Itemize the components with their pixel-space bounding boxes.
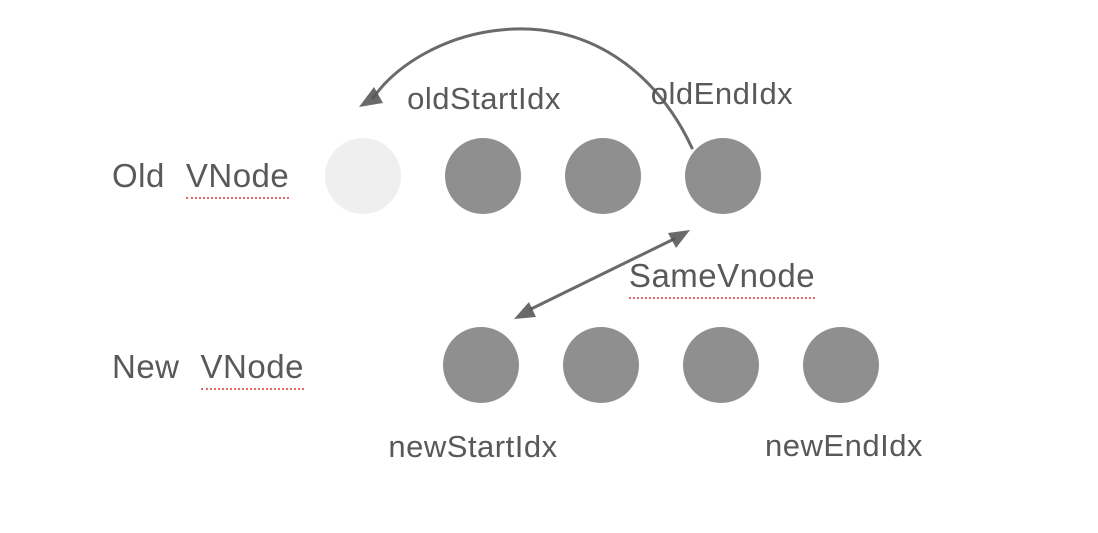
new-start-idx-label: newStartIdx (388, 429, 558, 464)
new-end-idx-label: newEndIdx (765, 428, 923, 463)
vnode-circle-filled (443, 327, 519, 403)
vnode-circle-filled (563, 327, 639, 403)
old-end-idx-label: oldEndIdx (650, 76, 794, 111)
new-vnode-row (443, 327, 879, 403)
vnode-circle-filled (565, 138, 641, 214)
new-row-label-prefix: New (112, 348, 180, 385)
old-start-idx-label: oldStartIdx (407, 81, 561, 116)
old-vnode-row (325, 138, 761, 214)
old-row-label-prefix: Old (112, 157, 165, 194)
vnode-circle-faded (325, 138, 401, 214)
vnode-circle-filled (445, 138, 521, 214)
vnode-circle-filled (683, 327, 759, 403)
same-vnode-label: SameVnode (628, 257, 816, 299)
vnode-circle-filled (803, 327, 879, 403)
vnode-circle-filled (685, 138, 761, 214)
new-row-label: New VNode (112, 348, 304, 390)
new-row-label-vnode: VNode (200, 348, 304, 390)
old-row-label: Old VNode (112, 157, 290, 199)
old-row-label-vnode: VNode (185, 157, 290, 199)
